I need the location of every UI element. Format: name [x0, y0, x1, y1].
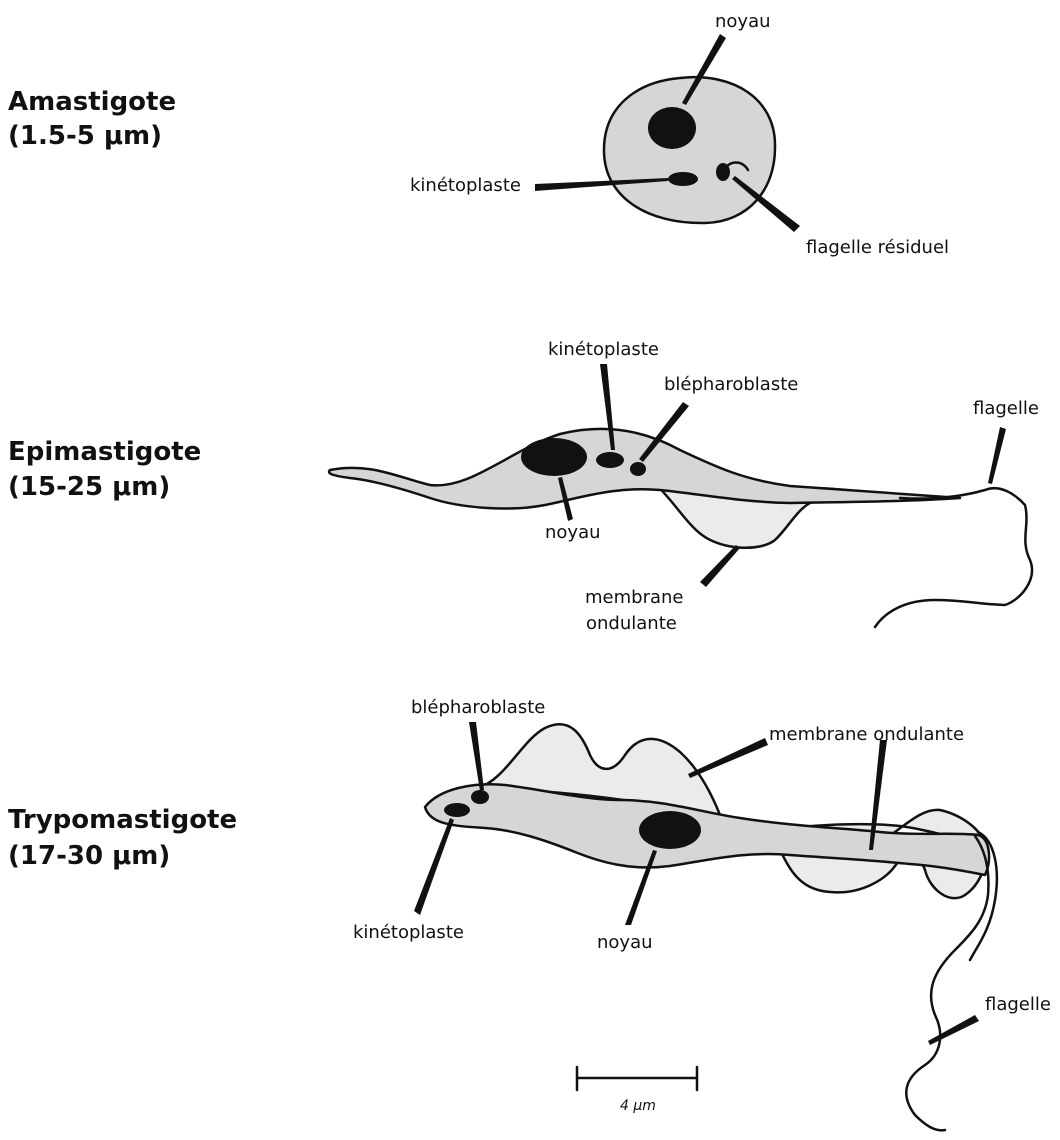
label-kinetoplaste: kinétoplaste	[548, 339, 659, 360]
stage-name: Epimastigote	[8, 437, 201, 467]
label-flagelle: flagelle	[973, 398, 1039, 419]
epimastigote-flagellum	[875, 488, 1032, 627]
scale-bar-label: 4 μm	[620, 1098, 656, 1114]
epimastigote-kinetoplast	[596, 452, 624, 468]
stage-title-epimastigote: Epimastigote (15-25 μm)	[8, 437, 201, 502]
label-flagelle-residuel: flagelle résiduel	[806, 237, 949, 258]
label-noyau: noyau	[597, 932, 653, 953]
label-membrane-line2: ondulante	[586, 613, 677, 634]
stage-name: Trypomastigote	[8, 805, 237, 835]
stage-size: (15-25 μm)	[8, 472, 170, 502]
stage-name: Amastigote	[8, 87, 176, 117]
epimastigote-drawing: kinétoplaste blépharoblaste flagelle noy…	[329, 339, 1039, 634]
trypomastigote-drawing: blépharoblaste membrane ondulante kinéto…	[353, 697, 1051, 1130]
pointer-kinetoplaste	[414, 818, 454, 915]
label-kinetoplaste: kinétoplaste	[410, 175, 521, 196]
trypomastigote-nucleus	[639, 811, 701, 849]
epimastigote-blepharoplast	[630, 462, 646, 476]
stage-title-trypomastigote: Trypomastigote (17-30 μm)	[8, 805, 237, 871]
label-noyau: noyau	[545, 522, 601, 543]
label-flagelle: flagelle	[985, 994, 1051, 1015]
epimastigote-nucleus	[521, 438, 587, 476]
stage-size: (1.5-5 μm)	[8, 121, 162, 151]
label-blepharoblaste: blépharoblaste	[411, 697, 545, 718]
label-membrane-line1: membrane	[585, 587, 683, 608]
stage-title-amastigote: Amastigote (1.5-5 μm)	[8, 87, 176, 151]
amastigote-nucleus	[648, 107, 696, 149]
scale-bar: 4 μm	[577, 1067, 697, 1114]
pointer-membrane-ondulante	[700, 545, 740, 587]
trypomastigote-kinetoplast	[444, 803, 470, 817]
stage-size: (17-30 μm)	[8, 841, 170, 871]
amastigote-drawing: noyau kinétoplaste flagelle résiduel	[410, 11, 949, 258]
pointer-membrane-ondulante	[688, 738, 768, 778]
label-kinetoplaste: kinétoplaste	[353, 922, 464, 943]
pointer-flagelle	[928, 1015, 979, 1045]
label-blepharoblaste: blépharoblaste	[664, 374, 798, 395]
trypomastigote-blepharoplast	[471, 790, 489, 804]
pointer-blepharoblaste	[469, 722, 484, 791]
label-membrane-ondulante: membrane ondulante	[769, 724, 964, 745]
label-noyau: noyau	[715, 11, 771, 32]
amastigote-kinetoplast	[668, 172, 698, 186]
pointer-flagelle	[988, 427, 1006, 484]
